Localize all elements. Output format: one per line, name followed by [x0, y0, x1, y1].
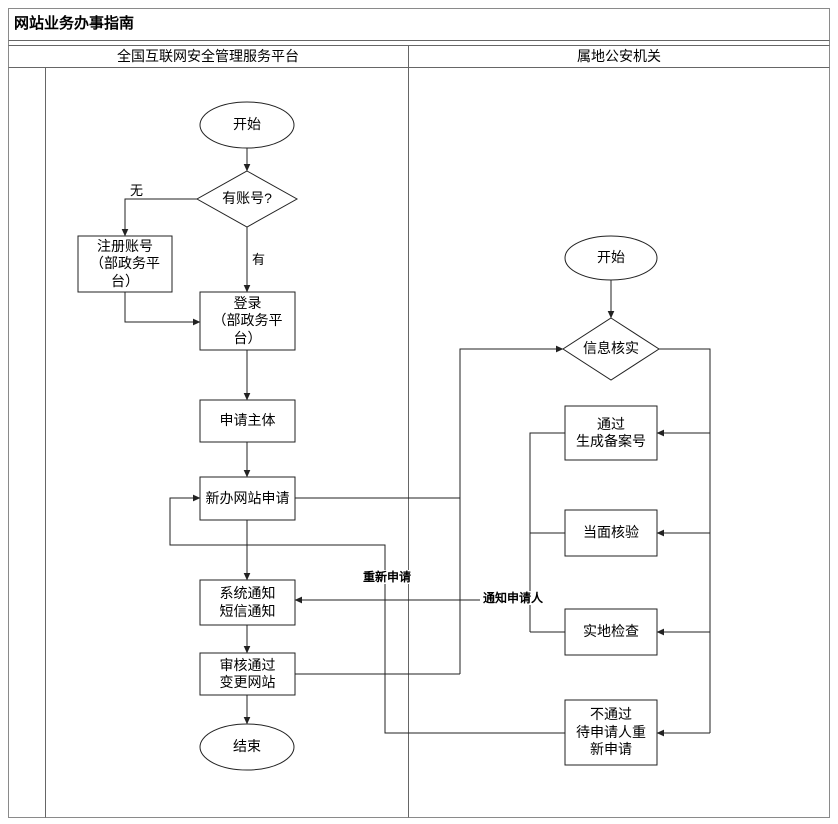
node-onsite-inspection-label: 实地检查: [583, 623, 639, 640]
edge-label-reapply: 重新申请: [358, 570, 416, 585]
lane-header-platform: 全国互联网安全管理服务平台: [117, 48, 299, 64]
shape-start-platform: [199, 101, 295, 149]
node-has-account-label: 有账号?: [222, 190, 272, 207]
edge-junction-to-verify: [459, 345, 564, 674]
edge-label-yes: 有: [252, 252, 266, 267]
shape-info-verify-decision: [562, 317, 660, 381]
node-info-verify-label: 信息核实: [583, 340, 639, 357]
shape-apply-subject: [199, 399, 296, 443]
edge-label-notify-applicant: 通知申请人: [480, 591, 546, 606]
edge-label-no: 无: [130, 183, 144, 198]
node-apply-subject-label: 申请主体: [219, 412, 276, 429]
shape-fail-reapply: [564, 699, 658, 766]
shape-register-account: [77, 235, 173, 293]
node-system-sms-notify-label: 系统通知 短信通知: [219, 585, 276, 619]
lane-header-police: 属地公安机关: [577, 48, 661, 64]
shape-login: [199, 291, 296, 351]
outer-frame: [8, 8, 830, 818]
node-end-platform-label: 结束: [233, 738, 261, 755]
shape-onsite-inspection: [564, 608, 658, 656]
node-review-pass-change-label: 审核通过 变更网站: [219, 656, 276, 691]
node-pass-generate-number-label: 通过 生成备案号: [576, 415, 646, 450]
shape-pass-generate-number: [564, 405, 658, 461]
shape-has-account-decision: [195, 170, 299, 228]
node-start-police-label: 开始: [597, 249, 625, 266]
shape-end-platform: [199, 723, 295, 771]
shape-start-police: [564, 235, 658, 281]
edge-hasaccount-no-to-register: [121, 198, 197, 237]
page-title: 网站业务办事指南: [14, 15, 135, 32]
edge-fail-reapply-loop: [169, 494, 565, 734]
shape-face-to-face-check: [564, 509, 658, 557]
node-face-to-face-check-label: 当面核验: [583, 524, 639, 541]
node-login-label: 登录 （部政务平 台）: [212, 294, 283, 346]
edge-pass-left-trunk: [529, 432, 565, 632]
edge-register-to-login: [124, 292, 201, 326]
edge-verify-right-trunk: [659, 348, 711, 733]
node-fail-reapply-label: 不通过 待申请人重 新申请: [576, 706, 646, 758]
node-register-account-label: 注册账号 （部政务平 台）: [90, 237, 160, 289]
node-new-website-apply-label: 新办网站申请: [205, 489, 290, 506]
shape-review-pass-change: [199, 652, 296, 696]
shape-new-website-apply: [199, 476, 296, 521]
shape-system-sms-notify: [199, 579, 296, 626]
node-start-platform-label: 开始: [233, 116, 261, 133]
